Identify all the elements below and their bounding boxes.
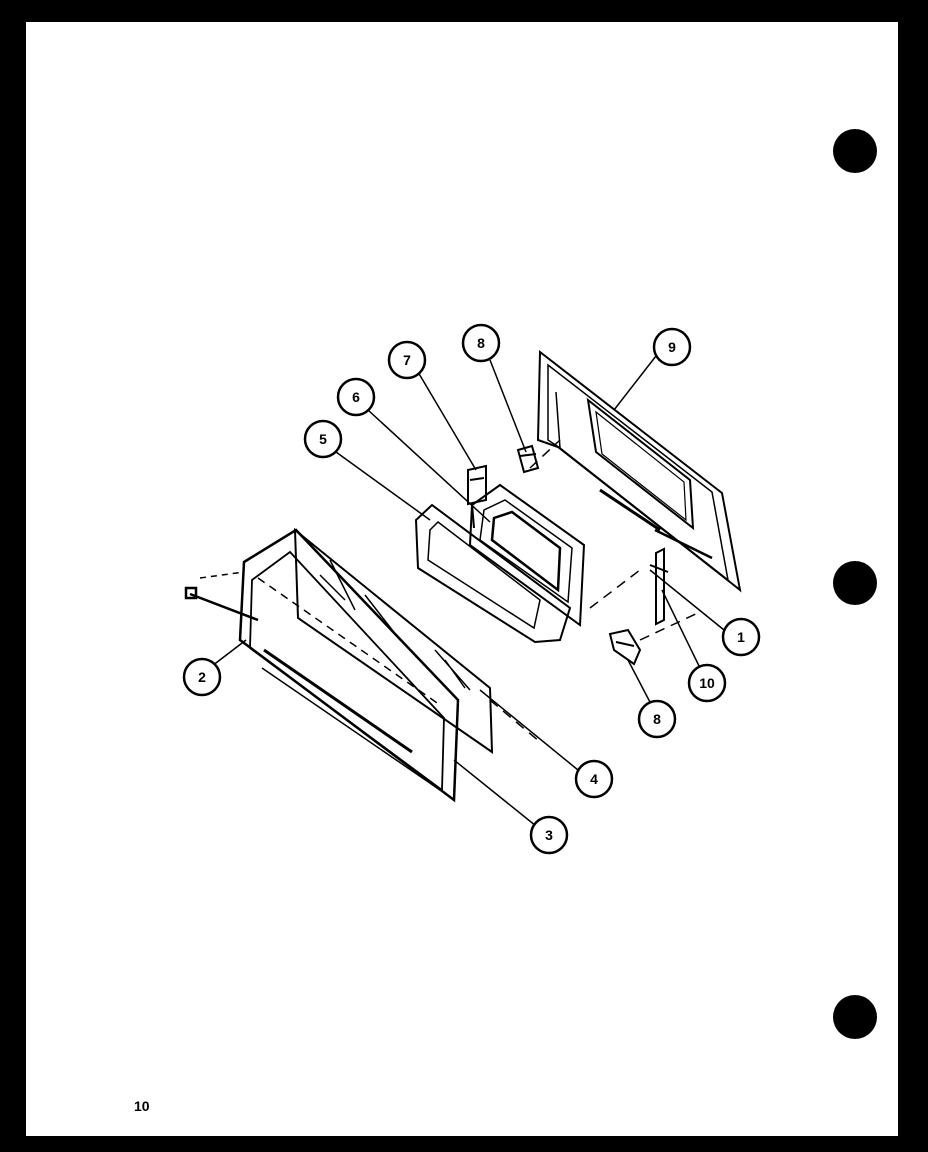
callout-label-4: 4 — [590, 771, 598, 787]
callout-circle-3 — [529, 815, 569, 855]
leader-5 — [335, 451, 431, 521]
leader-6 — [367, 409, 491, 523]
part-3-door-frame — [238, 528, 460, 803]
binder-hole-bottom — [833, 995, 877, 1039]
leader-4 — [479, 689, 579, 771]
part-7-bracket — [467, 464, 487, 529]
part-9-back-panel — [536, 349, 742, 593]
callout-circle-9 — [652, 327, 692, 367]
part-8-hinge-clip-top — [516, 444, 540, 474]
callout-label-3: 3 — [545, 827, 553, 843]
callout-circle-7 — [387, 340, 427, 380]
leader-9 — [613, 355, 657, 411]
callout-label-10: 10 — [699, 675, 715, 691]
binder-holes — [833, 129, 877, 1039]
assembly-guide-lines — [489, 439, 701, 743]
part-6-window-frame — [468, 483, 586, 627]
part-4-glass-panel — [293, 527, 494, 754]
callout-label-5: 5 — [319, 431, 327, 447]
callout-circle-2 — [182, 657, 222, 697]
callout-label-8-bottom: 8 — [653, 711, 661, 727]
callout-circle-4 — [574, 759, 614, 799]
part-5-door-screen — [414, 503, 572, 644]
leader-8-bottom — [627, 659, 653, 707]
leader-2 — [211, 639, 247, 667]
leader-1 — [649, 569, 725, 631]
callout-label-8-top: 8 — [477, 335, 485, 351]
part-10-hinge-arm — [649, 547, 669, 626]
callout-circle-1 — [721, 617, 761, 657]
binder-hole-middle — [833, 561, 877, 605]
callout-label-6: 6 — [352, 389, 360, 405]
leader-10 — [661, 589, 701, 669]
leader-3 — [453, 759, 537, 827]
callout-circle-8-bottom — [637, 699, 677, 739]
leader-lines — [211, 355, 725, 827]
leader-7 — [417, 371, 477, 471]
callout-labels: 9 8 7 6 5 2 4 3 1 10 8 — [198, 335, 745, 843]
binder-hole-top — [833, 129, 877, 173]
callout-circle-10 — [687, 663, 727, 703]
callout-label-9: 9 — [668, 339, 676, 355]
callout-label-1: 1 — [737, 629, 745, 645]
callouts — [182, 323, 761, 855]
page-number: 10 — [134, 1098, 150, 1114]
parts-sheet — [26, 22, 898, 1136]
callout-circle-6 — [336, 377, 376, 417]
callout-label-2: 2 — [198, 669, 206, 685]
leader-8-top — [489, 359, 527, 453]
part-2-hinge-rod — [184, 571, 259, 622]
part-8-hinge-clip-bottom — [608, 628, 642, 666]
callout-circle-8-top — [461, 323, 501, 363]
callout-label-7: 7 — [403, 352, 411, 368]
callout-circle-5 — [303, 419, 343, 459]
